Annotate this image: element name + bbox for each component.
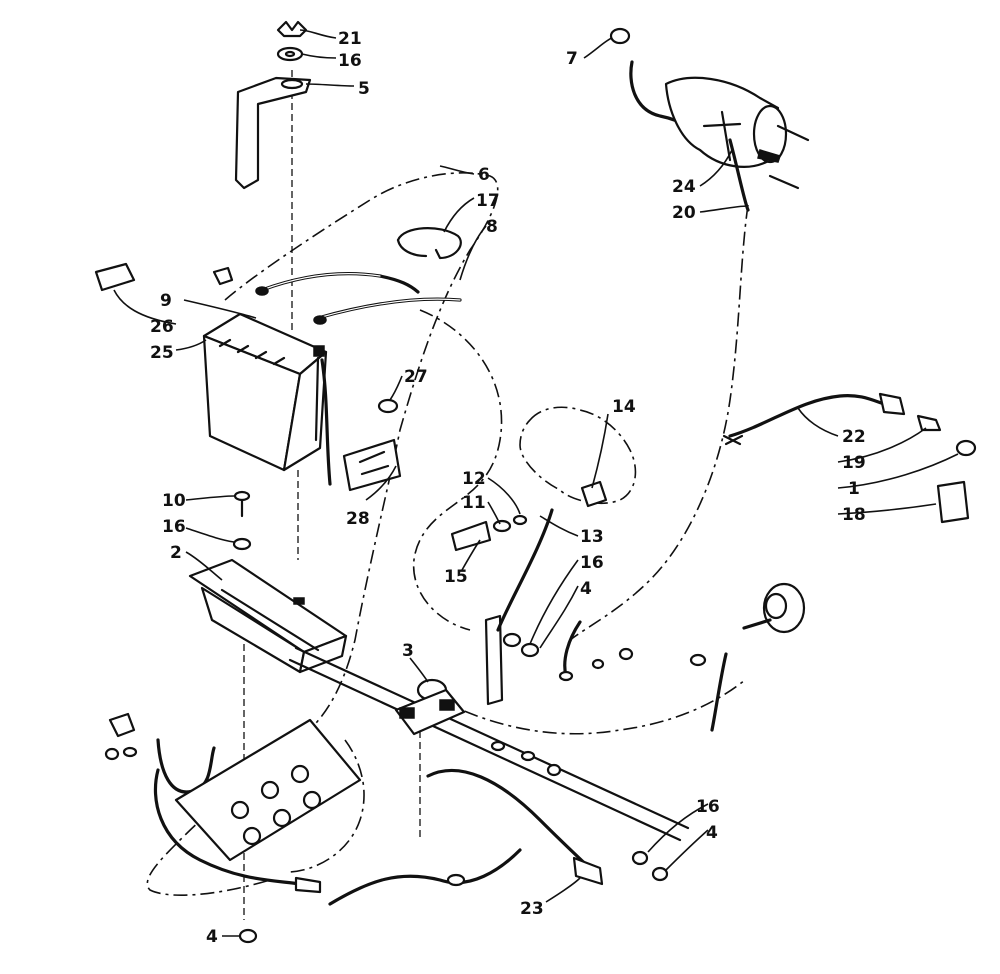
callout-28: 28 — [346, 509, 370, 529]
starter-motor — [609, 27, 810, 212]
callout-14: 14 — [612, 397, 636, 417]
callout-26: 26 — [150, 317, 174, 337]
callout-24: 24 — [672, 177, 696, 197]
lower-wire — [104, 712, 322, 894]
callout-16-right: 16 — [696, 797, 720, 817]
callout-6: 6 — [478, 165, 490, 185]
switch-harness — [722, 392, 977, 524]
callout-27: 27 — [404, 367, 428, 387]
solenoid — [394, 678, 466, 736]
harness-23 — [328, 768, 604, 906]
battery-bracket — [234, 76, 312, 190]
battery-cables — [212, 266, 462, 486]
hardware-small — [238, 620, 728, 944]
callout-16-mid: 16 — [580, 553, 604, 573]
callout-1: 1 — [848, 479, 860, 499]
decal-26 — [94, 262, 136, 292]
callout-16-left: 16 — [162, 517, 186, 537]
mount-block — [580, 480, 608, 508]
callout-13: 13 — [580, 527, 604, 547]
washer-16b — [232, 537, 252, 551]
callout-21: 21 — [338, 29, 362, 49]
callout-4-bottom: 4 — [206, 927, 218, 947]
callout-12: 12 — [462, 469, 486, 489]
leader-lines — [113, 29, 959, 937]
callout-15: 15 — [444, 567, 468, 587]
callout-4-right: 4 — [706, 823, 718, 843]
callout-7: 7 — [566, 49, 578, 69]
callout-19: 19 — [842, 453, 866, 473]
washer-top — [276, 46, 304, 62]
decal-28 — [342, 438, 402, 492]
callout-17: 17 — [476, 191, 500, 211]
callout-11: 11 — [462, 493, 486, 513]
callout-9: 9 — [160, 291, 172, 311]
bolt-10 — [233, 490, 251, 518]
mount-stud — [450, 508, 554, 706]
callout-16-top: 16 — [338, 51, 362, 71]
cable-clamp — [396, 227, 462, 260]
engine-block — [174, 718, 362, 862]
callout-10: 10 — [162, 491, 186, 511]
battery-tray — [188, 558, 348, 674]
callout-4-mid: 4 — [580, 579, 592, 599]
frame-bar — [288, 646, 690, 842]
callout-labels: 21 16 5 7 6 17 8 24 20 9 26 25 27 14 22 … — [150, 29, 866, 947]
callout-2: 2 — [170, 543, 182, 563]
callout-20: 20 — [672, 203, 696, 223]
dashed-leads — [412, 204, 749, 735]
callout-3: 3 — [402, 641, 414, 661]
callout-5: 5 — [358, 79, 370, 99]
wing-nut — [276, 20, 308, 38]
callout-25: 25 — [150, 343, 174, 363]
callout-23: 23 — [520, 899, 544, 919]
callout-8: 8 — [486, 217, 498, 237]
callout-18: 18 — [842, 505, 866, 525]
callout-22: 22 — [842, 427, 866, 447]
connector-27 — [377, 398, 399, 414]
horn — [742, 582, 806, 634]
battery — [202, 312, 328, 472]
